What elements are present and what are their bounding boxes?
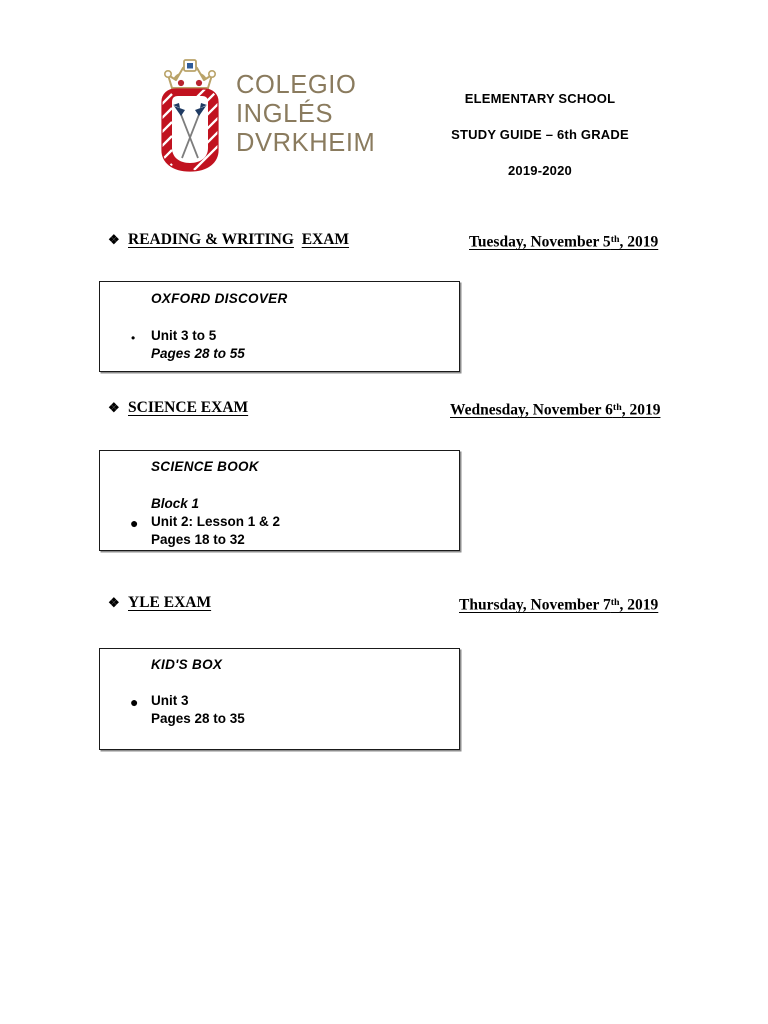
exam-title-segment-1: SCIENCE EXAM — [128, 399, 249, 416]
exam-heading-science: ❖ SCIENCE EXAM Wednesday, November 6th, … — [0, 398, 768, 420]
list-bullet-icon: • — [131, 331, 136, 345]
detail-line-pages: Pages 18 to 32 — [151, 532, 245, 547]
exam-date-suffix: , 2019 — [619, 233, 659, 251]
list-bullet-icon: ● — [130, 515, 139, 531]
exam-title-yle: YLE EXAM — [128, 593, 211, 613]
diamond-bullet-icon: ❖ — [108, 232, 120, 247]
exam-date-suffix: , 2019 — [619, 596, 659, 614]
crossed-swords-icon — [173, 103, 207, 159]
content-box-science: SCIENCE BOOK Block 1 ● Unit 2: Lesson 1 … — [99, 450, 460, 551]
exam-date-yle: Thursday, November 7th, 2019 — [459, 593, 658, 615]
exam-title-segment-2: EXAM — [301, 231, 350, 248]
exam-date-science: Wednesday, November 6th, 2019 — [450, 398, 660, 420]
school-wordmark: COLEGIO INGLÉS DVRKHEIM — [236, 71, 375, 164]
document-title-block: ELEMENTARY SCHOOL STUDY GUIDE – 6th GRAD… — [412, 91, 668, 178]
exam-title-science: SCIENCE EXAM — [128, 398, 248, 418]
exam-date-prefix: Tuesday, November 5 — [469, 233, 611, 251]
school-logo: COLEGIO INGLÉS DVRKHEIM — [152, 58, 375, 176]
content-box-yle: KID'S BOX ● Unit 3 Pages 28 to 35 — [99, 648, 460, 750]
wordmark-line-1: COLEGIO — [236, 70, 357, 99]
school-crest-logo — [161, 59, 219, 172]
exam-title-segment-1: YLE EXAM — [128, 594, 212, 611]
exam-title-reading-writing: READING & WRITING EXAM — [128, 230, 349, 250]
book-details-oxford-discover: Unit 3 to 5 Pages 28 to 55 — [151, 327, 245, 363]
diamond-bullet-icon: ❖ — [108, 595, 120, 610]
exam-date-ordinal: th — [610, 597, 620, 608]
detail-line-unit: Unit 2: Lesson 1 & 2 — [151, 514, 281, 529]
title-line-guide: STUDY GUIDE – 6th GRADE — [451, 127, 629, 142]
detail-line-unit: Unit 3 to 5 — [151, 328, 217, 343]
book-title-science-book: SCIENCE BOOK — [151, 459, 259, 474]
diamond-bullet-icon: ❖ — [108, 400, 120, 415]
title-line-year: 2019-2020 — [508, 163, 572, 178]
exam-date-reading-writing: Tuesday, November 5th, 2019 — [469, 230, 658, 252]
page-header: COLEGIO INGLÉS DVRKHEIM ELEMENTARY SCHOO… — [0, 55, 768, 185]
exam-date-ordinal: th — [610, 234, 620, 245]
exam-heading-reading-writing: ❖ READING & WRITING EXAM Tuesday, Novemb… — [0, 230, 768, 252]
exam-title-segment-1: READING & WRITING — [128, 231, 294, 248]
wordmark-line-2: INGLÉS — [236, 99, 334, 128]
book-title-kids-box: KID'S BOX — [151, 657, 223, 672]
detail-line-unit: Unit 3 — [151, 693, 189, 708]
exam-date-prefix: Wednesday, November 6 — [450, 401, 613, 419]
detail-line-pages: Pages 28 to 35 — [151, 711, 245, 726]
wordmark-line-3: DVRKHEIM — [236, 128, 376, 157]
content-box-reading-writing: OXFORD DISCOVER • Unit 3 to 5 Pages 28 t… — [99, 281, 460, 372]
book-title-oxford-discover: OXFORD DISCOVER — [151, 291, 288, 306]
book-details-kids-box: Unit 3 Pages 28 to 35 — [151, 692, 245, 728]
crown-icon — [164, 59, 216, 89]
exam-date-prefix: Thursday, November 7 — [459, 596, 611, 614]
exam-date-suffix: , 2019 — [621, 401, 661, 419]
title-line-school: ELEMENTARY SCHOOL — [464, 91, 616, 106]
exam-heading-yle: ❖ YLE EXAM Thursday, November 7th, 2019 — [0, 593, 768, 615]
detail-line-pages: Pages 28 to 55 — [151, 346, 245, 361]
book-details-science: Unit 2: Lesson 1 & 2 Pages 18 to 32 — [151, 513, 280, 549]
exam-date-ordinal: th — [612, 402, 622, 413]
list-bullet-icon: ● — [130, 694, 139, 710]
book-block-label: Block 1 — [151, 496, 200, 511]
